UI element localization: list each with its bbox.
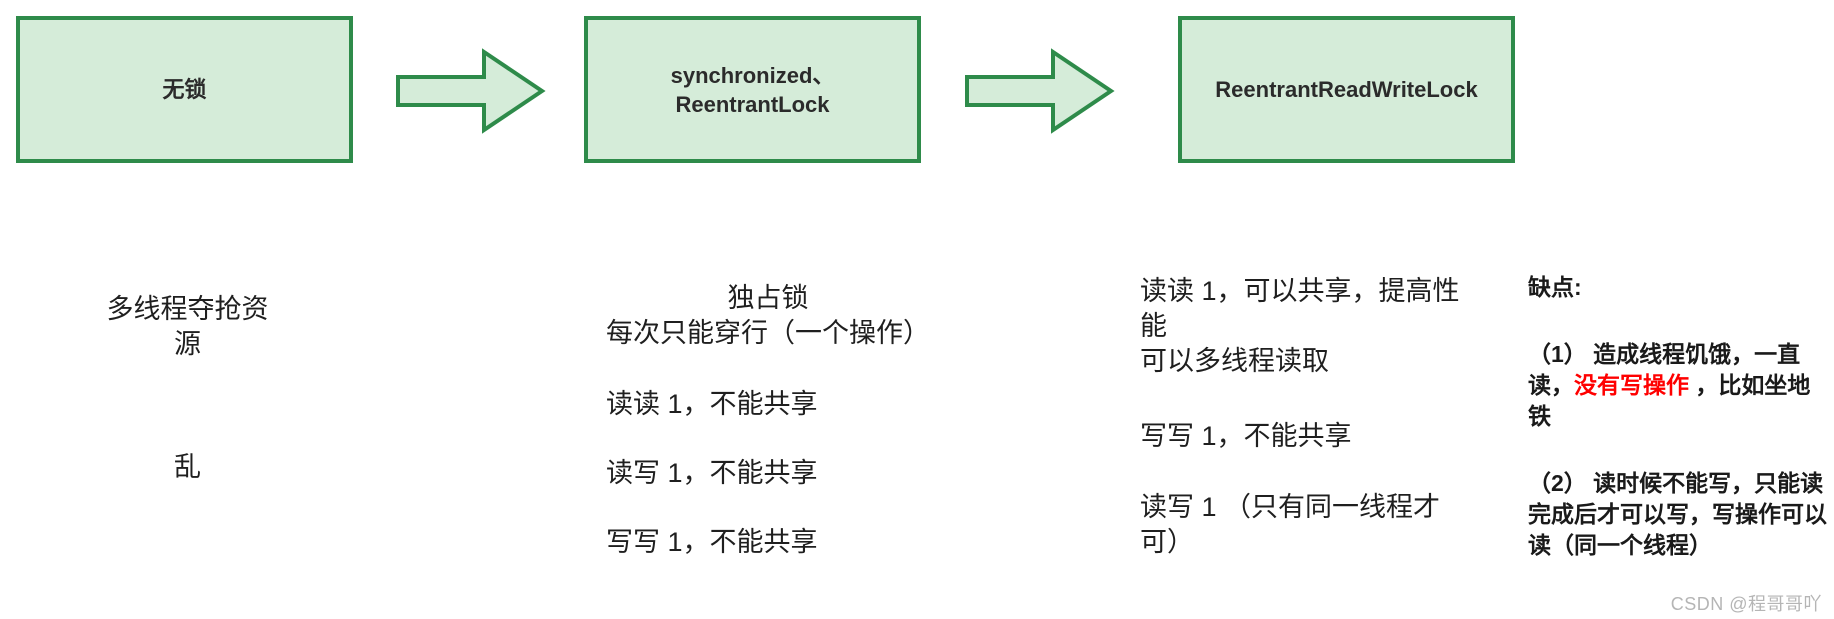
notes-drawbacks: 缺点: （1） 造成线程饥饿，一直读，没有写操作 ，比如坐地铁 （2） 读时候不… [1528, 272, 1830, 561]
drawback-point-2: （2） 读时候不能写，只能读完成后才可以写，写操作可以读（同一个线程） [1528, 470, 1827, 558]
note-write-write: 写写 1，不能共享 [606, 527, 818, 557]
flow-arrow-icon [396, 48, 546, 134]
flow-box-label: synchronized、 ReentrantLock [670, 62, 835, 117]
flow-box-label: 无锁 [162, 77, 207, 102]
notes-no-lock: 多线程夺抢资源 乱 [55, 292, 320, 485]
note-one-at-a-time: 每次只能穿行（一个操作） [606, 318, 930, 348]
csdn-watermark: CSDN @程哥哥吖 [1670, 594, 1822, 614]
drawback-point-1: （1） 造成线程饥饿，一直读，没有写操作 ，比如坐地铁 [1528, 339, 1830, 432]
drawback-1-suffix: ，比如坐地铁 [1528, 372, 1811, 429]
note-chaos: 乱 [174, 452, 201, 482]
note-read-write-same-thread: 读写 1 （只有同一线程才可） [1140, 492, 1441, 557]
flow-box-read-write-lock: ReentrantReadWriteLock [1178, 16, 1515, 163]
drawbacks-title: 缺点: [1528, 274, 1582, 300]
drawback-1-prefix: （1） 造成线程饥饿，一直读， [1528, 341, 1801, 398]
note-read-read: 读读 1，不能共享 [606, 389, 818, 419]
flow-box-no-lock: 无锁 [16, 16, 353, 163]
note-read-write: 读写 1，不能共享 [606, 458, 818, 488]
note-exclusive-heading: 独占锁 [727, 283, 809, 313]
notes-read-write-lock: 读读 1，可以共享，提高性能 可以多线程读取 写写 1，不能共享 读写 1 （只… [1140, 274, 1462, 560]
flow-arrow-icon [965, 48, 1115, 134]
note-write-write-noshare: 写写 1，不能共享 [1140, 421, 1352, 451]
flow-box-label: ReentrantReadWriteLock [1215, 77, 1478, 102]
notes-exclusive-lock: 独占锁 每次只能穿行（一个操作） 读读 1，不能共享 读写 1，不能共享 写写 … [598, 281, 938, 560]
drawback-1-highlight: 没有写操作 [1574, 372, 1689, 398]
note-multithread-grab: 多线程夺抢资源 [106, 294, 269, 359]
note-read-share: 读读 1，可以共享，提高性能 可以多线程读取 [1140, 276, 1460, 376]
flow-box-exclusive-locks: synchronized、 ReentrantLock [584, 16, 921, 163]
